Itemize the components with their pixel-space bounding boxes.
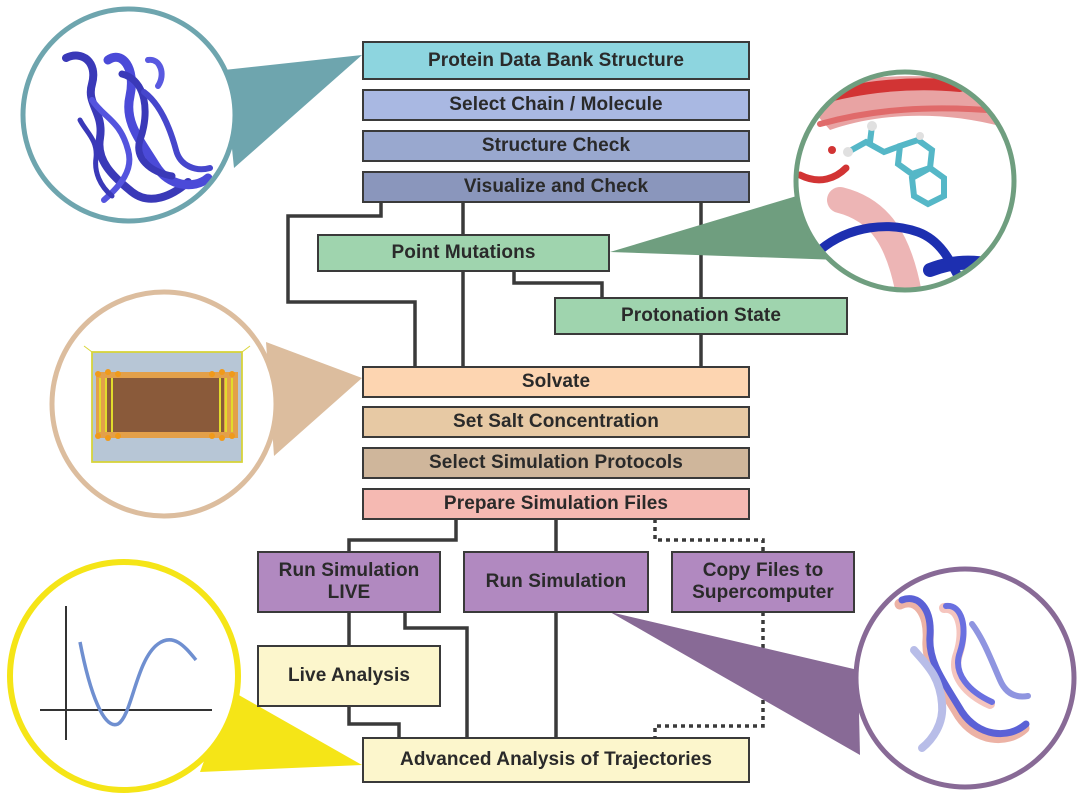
callout-wedge-purple bbox=[610, 612, 860, 755]
step-copy-files-to-supercomputer: Copy Files to Supercomputer bbox=[671, 551, 855, 613]
connector-run-live-to-advanced bbox=[403, 612, 469, 738]
step-live-analysis: Live Analysis bbox=[257, 645, 441, 707]
callout-wedge-teal bbox=[224, 55, 362, 168]
step-solvate: Solvate bbox=[362, 366, 750, 398]
connector-mutations-to-protonation bbox=[512, 272, 604, 298]
step-point-mutations: Point Mutations bbox=[317, 234, 610, 272]
callout-wedge-yellow bbox=[200, 690, 362, 772]
step-select-simulation-protocols: Select Simulation Protocols bbox=[362, 447, 750, 479]
step-protonation-state: Protonation State bbox=[554, 297, 848, 335]
connector-live-analysis-to-advanced bbox=[347, 706, 401, 738]
step-select-chain-molecule: Select Chain / Molecule bbox=[362, 89, 750, 121]
connector-visualize-to-solvate-left bbox=[286, 202, 417, 368]
mutation-closeup-inset bbox=[793, 69, 1017, 293]
step-prepare-simulation-files: Prepare Simulation Files bbox=[362, 488, 750, 520]
callout-wedge-tan bbox=[266, 342, 362, 456]
step-advanced-analysis-of-trajectories: Advanced Analysis of Trajectories bbox=[362, 737, 750, 783]
analysis-plot-inset bbox=[7, 559, 241, 793]
step-visualize-and-check: Visualize and Check bbox=[362, 171, 750, 203]
step-protein-data-bank-structure: Protein Data Bank Structure bbox=[362, 41, 750, 80]
step-run-simulation-live: Run Simulation LIVE bbox=[257, 551, 441, 613]
step-set-salt-concentration: Set Salt Concentration bbox=[362, 406, 750, 438]
protein-structure-inset bbox=[20, 6, 238, 224]
step-structure-check: Structure Check bbox=[362, 130, 750, 162]
connector-prepare-to-run-live bbox=[347, 519, 458, 553]
step-run-simulation: Run Simulation bbox=[463, 551, 649, 613]
connector-prepare-to-copy bbox=[653, 519, 765, 553]
trajectory-overlay-inset bbox=[853, 566, 1077, 790]
callout-wedge-green bbox=[610, 195, 840, 260]
membrane-system-inset bbox=[49, 289, 279, 519]
